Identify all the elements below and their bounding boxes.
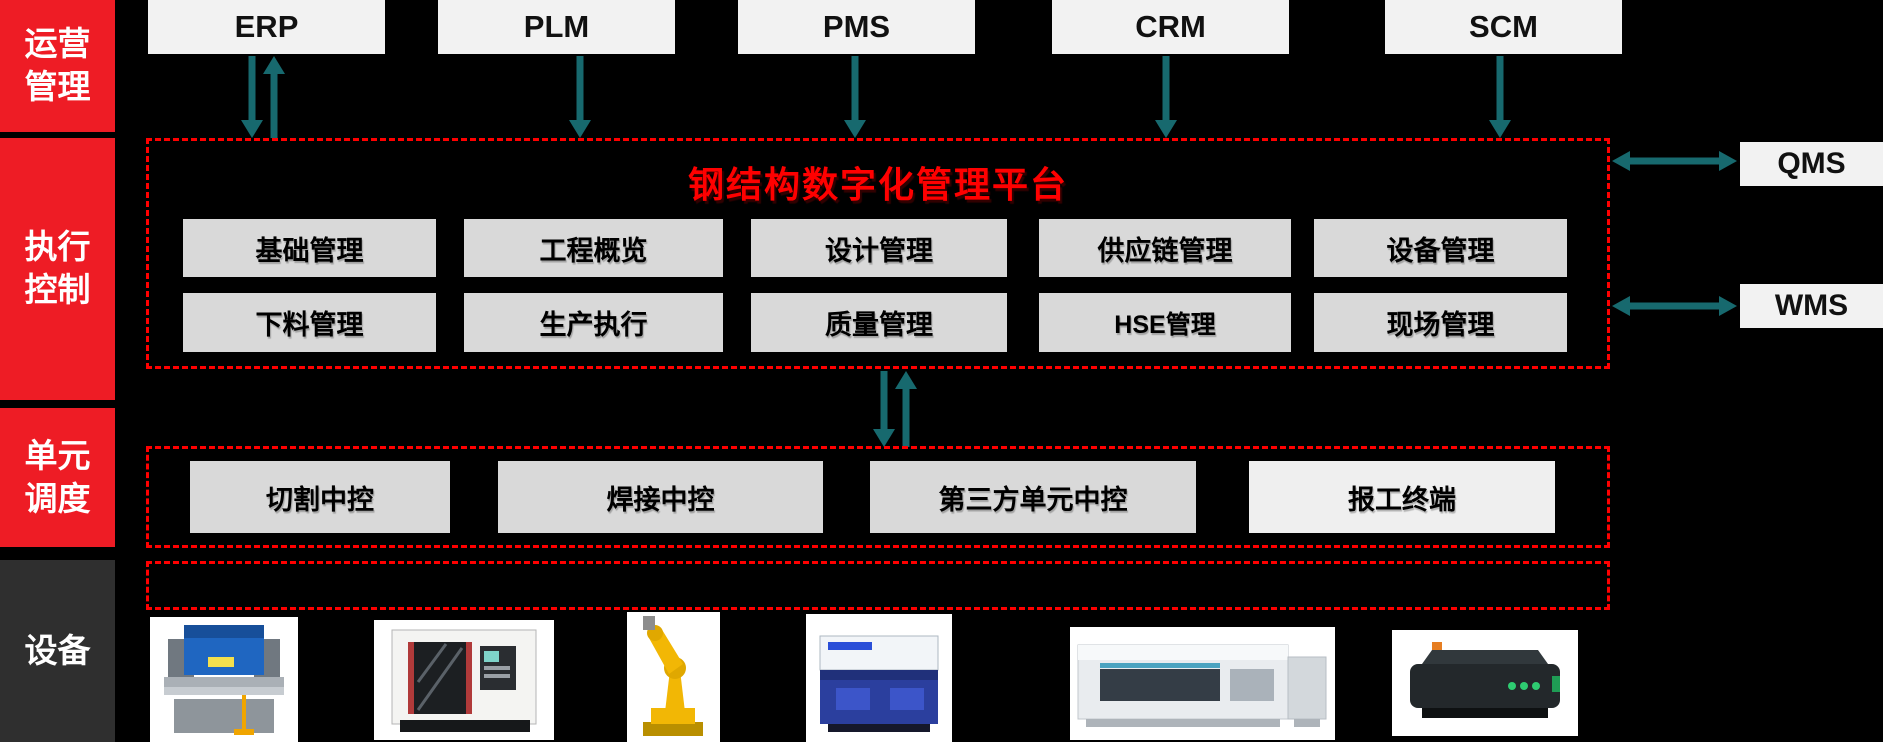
pms-down-arrow-icon bbox=[844, 56, 866, 138]
crm-down-arrow-icon bbox=[1155, 56, 1177, 138]
module-equipment-management: 设备管理 bbox=[1314, 219, 1567, 277]
module-nesting-management: 下料管理 bbox=[183, 293, 436, 352]
system-box-plm: PLM bbox=[438, 0, 675, 54]
module-basic-management: 基础管理 bbox=[183, 219, 436, 277]
module-quality-management: 质量管理 bbox=[751, 293, 1007, 352]
equipment-photo bbox=[150, 617, 298, 742]
system-box-pms: PMS bbox=[738, 0, 975, 54]
platform-units-down-arrow-icon bbox=[873, 371, 895, 447]
system-box-crm: CRM bbox=[1052, 0, 1289, 54]
platform-units-up-arrow-icon bbox=[895, 371, 917, 447]
module-site-management: 现场管理 bbox=[1314, 293, 1567, 352]
lane-execution-control: 执行控制 bbox=[0, 138, 115, 400]
module-hse-management: HSE管理 bbox=[1039, 293, 1291, 352]
lane-label: 执行控制 bbox=[24, 228, 91, 308]
wms-double-arrow-icon bbox=[1612, 296, 1737, 316]
equipment-photo bbox=[374, 620, 554, 740]
erp-down-arrow-icon bbox=[241, 56, 263, 138]
equipment-photo bbox=[1392, 630, 1578, 736]
system-box-scm: SCM bbox=[1385, 0, 1622, 54]
qms-double-arrow-icon bbox=[1612, 151, 1737, 171]
cnc-machining-center-icon bbox=[391, 629, 537, 732]
unit-scheduling-box bbox=[146, 446, 1610, 548]
equipment-photo bbox=[627, 612, 720, 742]
platform-title: 钢结构数字化管理平台 bbox=[687, 164, 1068, 205]
unit-third-party-control: 第三方单元中控 bbox=[870, 461, 1196, 533]
lane-label: 设备 bbox=[24, 631, 91, 669]
lane-label: 运营管理 bbox=[24, 25, 91, 105]
module-design-management: 设计管理 bbox=[751, 219, 1007, 277]
unit-cutting-control: 切割中控 bbox=[190, 461, 450, 533]
equipment-photo bbox=[806, 614, 952, 742]
edge-milling-machine-icon bbox=[819, 635, 939, 732]
lane-equipment: 设备 bbox=[0, 560, 115, 742]
system-box-wms: WMS bbox=[1740, 284, 1883, 328]
agv-robot-icon bbox=[1410, 642, 1560, 718]
lane-operations-management: 运营管理 bbox=[0, 0, 115, 132]
module-supply-chain-management: 供应链管理 bbox=[1039, 219, 1291, 277]
equipment-photo bbox=[1070, 627, 1335, 740]
module-project-overview: 工程概览 bbox=[464, 219, 723, 277]
system-box-qms: QMS bbox=[1740, 142, 1883, 186]
erp-up-arrow-icon bbox=[263, 56, 285, 138]
plm-down-arrow-icon bbox=[569, 56, 591, 138]
unit-welding-control: 焊接中控 bbox=[498, 461, 823, 533]
lane-label: 单元调度 bbox=[24, 436, 91, 517]
unit-work-report-terminal: 报工终端 bbox=[1249, 461, 1555, 533]
equipment-lane-box bbox=[146, 561, 1610, 610]
platform-box bbox=[146, 138, 1610, 369]
press-brake-machine-icon bbox=[164, 625, 284, 735]
industrial-robot-arm-icon bbox=[643, 616, 703, 736]
scm-down-arrow-icon bbox=[1489, 56, 1511, 138]
system-box-erp: ERP bbox=[148, 0, 385, 54]
laser-cutting-machine-icon bbox=[1077, 644, 1327, 727]
module-production-execution: 生产执行 bbox=[464, 293, 723, 352]
lane-unit-scheduling: 单元调度 bbox=[0, 408, 115, 547]
